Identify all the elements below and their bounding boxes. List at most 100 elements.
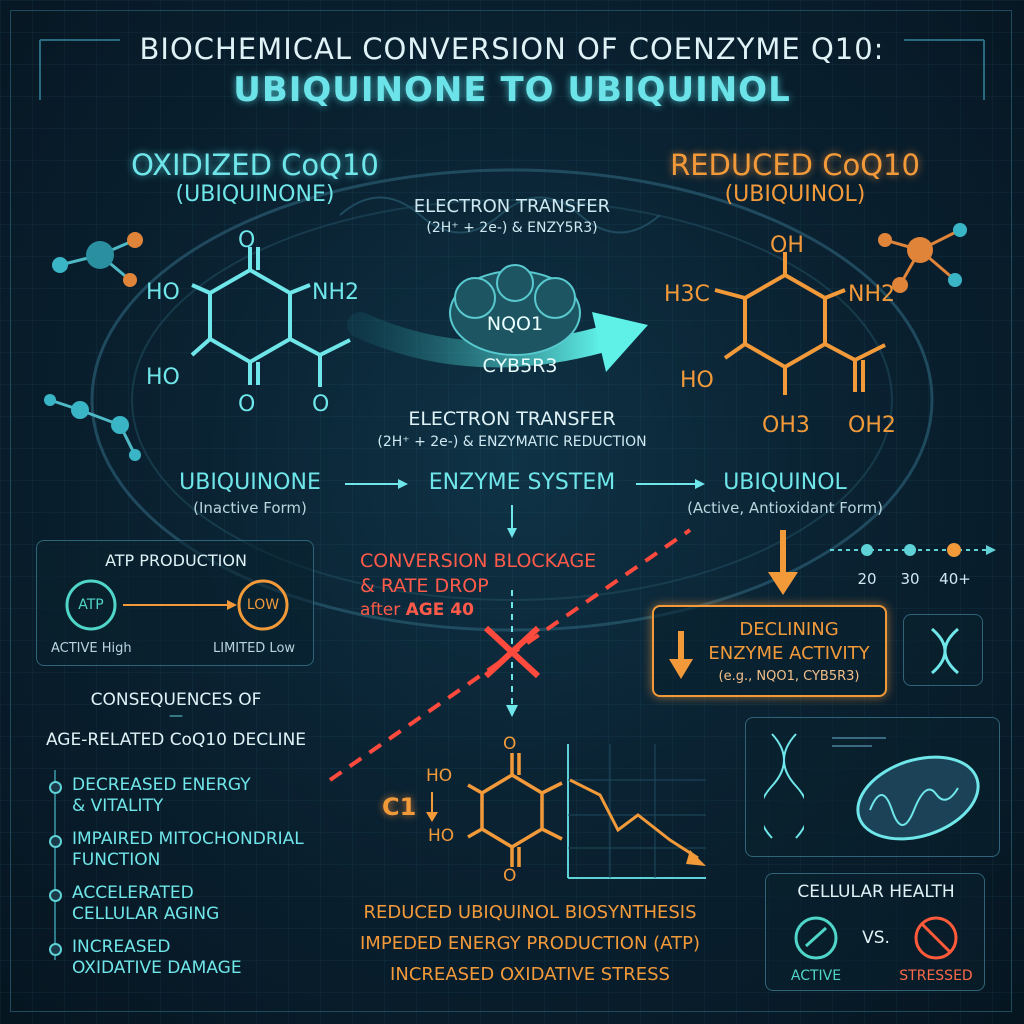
right-heading: REDUCED CoQ10 [670, 148, 920, 182]
flow-ubiquinone-sub: (Inactive Form) [193, 499, 307, 517]
flow-ubiquinol-sub: (Active, Antioxidant Form) [687, 499, 883, 517]
left-ball-molecules [44, 232, 143, 461]
cellular-health-panel: CELLULAR HEALTH VS. ACTIVE STRESSED [765, 873, 985, 991]
dna-strand-icon [764, 733, 804, 839]
declining-enzyme-panel: DECLINING ENZYME ACTIVITY (e.g., NQO1, C… [652, 605, 887, 697]
mitochondrion-icon [832, 737, 980, 841]
stressed-cell-icon [914, 916, 958, 960]
consequence-2-l1: IMPAIRED MITOCHONDRIAL [72, 829, 304, 849]
mitochondrion-panel [745, 717, 1000, 857]
consequence-3-l2: CELLULAR AGING [72, 904, 220, 924]
health-comparison-icons [794, 916, 958, 960]
active-cell-icon [794, 916, 838, 960]
dna-icon [931, 627, 959, 675]
flow-ubiquinone: UBIQUINONE [179, 470, 321, 495]
consequences-dash: — [169, 708, 183, 724]
bottom-group-o1: O [503, 734, 517, 754]
age-scale-graphic [830, 543, 996, 557]
transfer-mid-line2: (2H⁺ + 2e-) & ENZYMATIC REDUCTION [377, 434, 647, 450]
conversion-arrow [347, 312, 613, 368]
right-group-oh-top: OH [770, 233, 804, 258]
left-group-ho2: HO [146, 365, 180, 390]
cellular-health-title: CELLULAR HEALTH [797, 882, 955, 902]
declining-line2: ENZYME ACTIVITY [708, 643, 870, 664]
consequences-heading2: AGE-RELATED CoQ10 DECLINE [45, 730, 307, 750]
consequence-bullet [49, 943, 62, 956]
outer-frame [10, 10, 1012, 1012]
stressed-label: STRESSED [899, 968, 973, 984]
active-label: ACTIVE [790, 968, 842, 984]
age-20: 20 [857, 570, 877, 588]
transfer-top-line2: (2H⁺ + 2e-) & ENZY5R3) [426, 220, 598, 236]
transfer-mid-line1: ELECTRON TRANSFER [408, 408, 616, 430]
blockage-x-icon [483, 625, 541, 679]
consequence-4-l1: INCREASED [72, 937, 171, 957]
bottom-molecule-label: C1 [382, 793, 417, 821]
left-group-ho1: HO [146, 280, 180, 305]
atp-right-caption: LIMITED Low [213, 641, 296, 656]
bottom-group-ho1: HO [426, 766, 453, 786]
consequence-1-l1: DECREASED ENERGY [72, 775, 251, 795]
bottom-group-ho2: HO [428, 826, 455, 846]
consequence-4-l2: OXIDATIVE DAMAGE [72, 958, 242, 978]
low-label: LOW [246, 597, 280, 613]
atp-comparison-graphic [65, 579, 289, 631]
vs-label: VS. [862, 928, 890, 948]
consequence-bullet [49, 889, 62, 902]
consequence-bullet [49, 781, 62, 794]
enzyme-protein-icon [449, 264, 581, 356]
right-group-oh2: OH2 [848, 413, 896, 438]
title-line2: UBIQUINONE TO UBIQUINOL [233, 70, 791, 110]
bottom-text-2: IMPEDED ENERGY PRODUCTION (ATP) [360, 933, 700, 954]
atp-left-caption: ACTIVE High [51, 641, 132, 656]
right-group-h3c: H3C [664, 282, 710, 307]
right-group-nh2: NH2 [848, 282, 895, 307]
blockage-prefix: after [360, 600, 406, 620]
left-group-nh2: NH2 [312, 280, 359, 305]
right-subheading: (UBIQUINOL) [724, 182, 866, 207]
bottom-group-o2: O [503, 866, 517, 886]
atp-label: ATP [78, 597, 104, 613]
blockage-age: AGE 40 [405, 600, 474, 620]
down-arrow-icon [426, 792, 438, 822]
consequences-line [54, 770, 56, 960]
enzyme-cyb5r3: CYB5R3 [482, 355, 558, 377]
blockage-line1: CONVERSION BLOCKAGE [360, 550, 597, 572]
bottom-text-3: INCREASED OXIDATIVE STRESS [390, 964, 670, 985]
left-heading: OXIDIZED CoQ10 [131, 148, 379, 182]
blockage-line3: after AGE 40 [360, 600, 474, 620]
bottom-molecule-structure [467, 753, 563, 867]
left-group-o-side: O [312, 392, 330, 417]
ubiquinol-structure [714, 252, 886, 395]
right-group-oh3: OH3 [762, 413, 810, 438]
bottom-text-1: REDUCED UBIQUINOL BIOSYNTHESIS [363, 902, 697, 923]
declining-line1: DECLINING [739, 619, 839, 640]
transfer-top-line1: ELECTRON TRANSFER [413, 196, 611, 217]
atp-production-panel: ATP PRODUCTION ATP LOW ACTIVE High LIMIT… [36, 540, 314, 666]
dna-icon-box [903, 614, 983, 686]
right-ball-molecules [878, 223, 967, 293]
decline-line-chart [567, 744, 706, 879]
atp-panel-title: ATP PRODUCTION [105, 551, 247, 570]
age-30: 30 [900, 570, 920, 588]
consequence-2-l2: FUNCTION [72, 850, 161, 870]
consequence-3-l1: ACCELERATED [72, 883, 194, 903]
right-group-ho: HO [680, 368, 714, 393]
consequences-heading1: CONSEQUENCES OF [90, 690, 262, 710]
blockage-line2: & RATE DROP [360, 575, 489, 597]
decline-arrow-icon [669, 631, 693, 679]
enzyme-nqo1: NQO1 [486, 313, 544, 335]
flow-enzyme-system: ENZYME SYSTEM [428, 470, 616, 495]
declining-line3: (e.g., NQO1, CYB5R3) [718, 669, 860, 684]
title-line1: BIOCHEMICAL CONVERSION OF COENZYME Q10: [139, 32, 885, 66]
flow-ubiquinol: UBIQUINOL [723, 470, 847, 495]
age-40-plus: 40+ [939, 570, 971, 588]
ubiquinone-structure [190, 247, 351, 387]
consequence-bullet [49, 835, 62, 848]
left-group-o-top: O [238, 228, 256, 253]
left-group-o-bottom: O [238, 392, 256, 417]
consequence-1-l2: & VITALITY [72, 796, 164, 816]
left-subheading: (UBIQUINONE) [175, 182, 335, 207]
